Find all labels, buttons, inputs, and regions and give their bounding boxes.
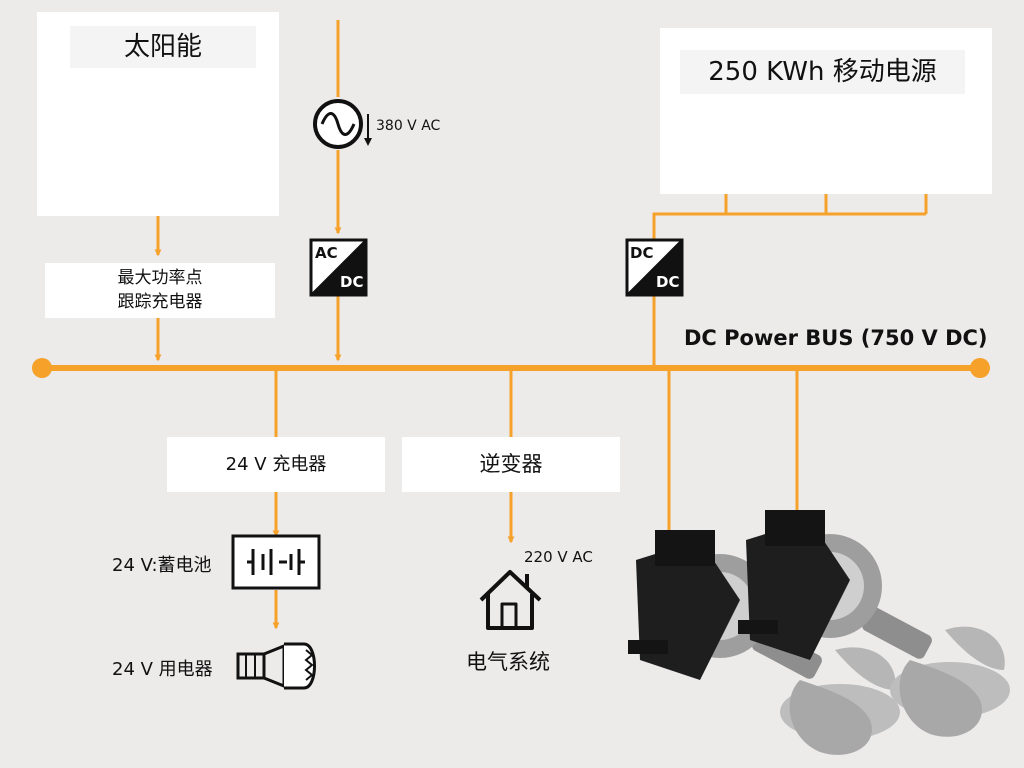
mppt-label-line1: 最大功率点 xyxy=(117,268,203,288)
down-arrow-icon xyxy=(364,114,372,146)
inverter-output-voltage: 220 V AC xyxy=(524,548,593,566)
inverter-label: 逆变器 xyxy=(479,452,543,476)
inverter-box xyxy=(402,437,620,492)
grid-voltage-label: 380 V AC xyxy=(376,118,441,134)
house-icon xyxy=(479,570,542,630)
ac-dc-converter-bottom: DC xyxy=(340,273,364,291)
motor-branch-line xyxy=(667,368,799,535)
solar-title: 太阳能 xyxy=(70,26,256,68)
storage-title: 250 KWh 移动电源 xyxy=(680,50,965,94)
dc-dc-converter-bottom: DC xyxy=(656,273,680,291)
battery-24v-label: 24 V:蓄电池 xyxy=(112,555,212,576)
light-bulb-icon xyxy=(236,642,316,690)
bus-label: DC Power BUS (750 V DC) xyxy=(684,326,988,350)
load-24v-label: 24 V 用电器 xyxy=(112,659,213,680)
charger-label: 24 V 充电器 xyxy=(225,454,327,475)
ac-dc-converter-top: AC xyxy=(315,244,338,262)
battery-24v-icon xyxy=(231,534,321,590)
electric-motor-propeller-2 xyxy=(738,510,1010,737)
ac-dc-converter xyxy=(309,238,368,297)
house-label: 电气系统 xyxy=(466,650,550,674)
mppt-label-line2: 跟踪充电器 xyxy=(117,292,203,312)
ac-source-icon xyxy=(313,99,363,149)
dc-dc-converter xyxy=(625,238,684,297)
mppt-box xyxy=(45,263,275,318)
charger-box xyxy=(167,437,385,492)
dc-dc-converter-top: DC xyxy=(630,244,654,262)
